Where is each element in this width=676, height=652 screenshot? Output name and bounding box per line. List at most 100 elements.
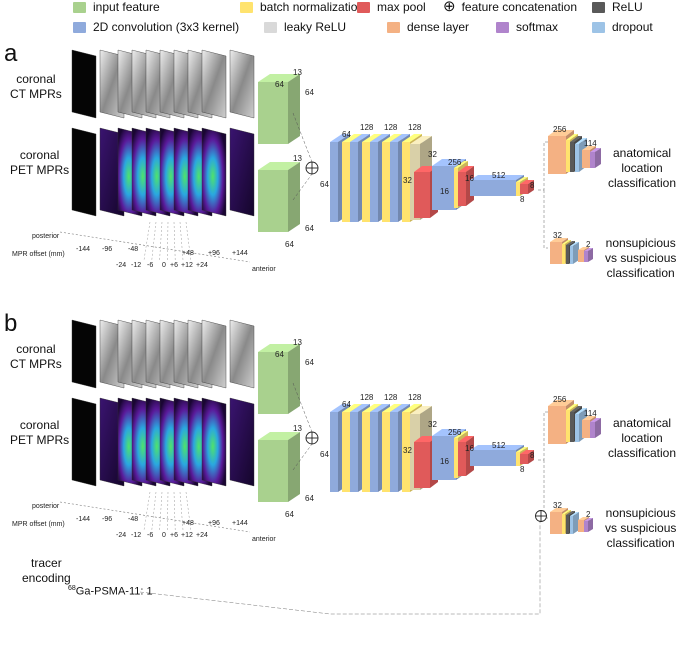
legend-conv: 2D convolution (3x3 kernel) bbox=[73, 20, 239, 34]
slab-top bbox=[562, 240, 571, 244]
slab-front bbox=[582, 420, 590, 438]
slab-front bbox=[566, 515, 569, 534]
slab-side bbox=[595, 148, 601, 168]
offset-tick-label: 0 bbox=[162, 532, 166, 539]
slab-top bbox=[562, 510, 571, 514]
slab-top bbox=[578, 517, 589, 520]
slab-front bbox=[570, 516, 573, 534]
concat-icon: ⊕ bbox=[443, 0, 456, 15]
dim-label: 114 bbox=[584, 139, 597, 148]
posterior-label: posterior bbox=[32, 233, 60, 240]
slab-top bbox=[342, 134, 362, 142]
branch-line bbox=[538, 411, 548, 461]
slab-top bbox=[575, 408, 587, 414]
slab-front bbox=[258, 352, 288, 414]
dim-label: 128 bbox=[360, 393, 374, 402]
slab-front bbox=[390, 412, 398, 492]
dim-label: 16 bbox=[465, 444, 474, 453]
slab-top bbox=[570, 512, 579, 516]
legend-input-feature: input feature bbox=[73, 0, 160, 14]
slab-side bbox=[288, 74, 300, 144]
slab-front bbox=[550, 512, 562, 534]
legend-dropout: dropout bbox=[592, 20, 653, 34]
input-feature-pet bbox=[258, 432, 300, 502]
slab-front bbox=[570, 246, 573, 264]
offset-tick-label: -96 bbox=[102, 246, 113, 253]
offset-tick-label: +144 bbox=[232, 250, 248, 257]
offset-tick-label: +48 bbox=[182, 520, 194, 527]
slab-top bbox=[402, 404, 422, 412]
concat-dim-label: 64 bbox=[320, 180, 329, 189]
input-feature-ct bbox=[258, 74, 300, 144]
tracer-value: 68Ga-PSMA-11: 1 bbox=[68, 585, 153, 598]
dim-label: 512 bbox=[492, 441, 506, 450]
slab-top bbox=[590, 418, 601, 422]
slab-top bbox=[470, 175, 524, 180]
offset-tick-label: -24 bbox=[116, 262, 127, 269]
offset-axis-label: MPR offset (mm) bbox=[12, 521, 65, 528]
legend-swatch bbox=[592, 1, 605, 13]
offset-tick-label: +12 bbox=[181, 532, 193, 539]
slab-top bbox=[330, 134, 350, 142]
out2-label: nonsupicious vs suspicious classificatio… bbox=[605, 236, 676, 280]
slab-front bbox=[550, 242, 562, 264]
pet-mpr-label: coronal PET MPRs bbox=[10, 148, 70, 177]
slab-top bbox=[342, 404, 362, 412]
slab-front bbox=[590, 152, 595, 168]
offset-tick-label: +6 bbox=[170, 532, 178, 539]
slab-side bbox=[288, 344, 300, 414]
branch-line bbox=[538, 141, 548, 191]
slab-front bbox=[520, 184, 528, 194]
branch-line bbox=[543, 460, 548, 519]
legend-swatch bbox=[73, 1, 86, 13]
slab-front bbox=[578, 520, 584, 532]
offset-guide bbox=[159, 221, 163, 261]
tracer-connector bbox=[139, 520, 541, 615]
connector bbox=[292, 443, 313, 471]
dim-label: 64 bbox=[275, 80, 284, 89]
offset-tick-label: +96 bbox=[208, 250, 220, 257]
slab-front bbox=[258, 170, 288, 232]
tracer-value-text: Ga-PSMA-11: 1 bbox=[75, 585, 153, 598]
slab-top bbox=[516, 447, 528, 452]
slab-top bbox=[582, 416, 596, 420]
branch-line bbox=[543, 190, 548, 249]
connector bbox=[292, 112, 313, 163]
dropout-block bbox=[570, 242, 579, 264]
offset-tick-label: -24 bbox=[116, 532, 127, 539]
offset-tick-label: -12 bbox=[131, 532, 142, 539]
dim-label: 32 bbox=[553, 231, 562, 240]
slab-side bbox=[528, 180, 534, 194]
slab-front bbox=[432, 166, 456, 210]
posterior-label: posterior bbox=[32, 503, 60, 510]
offset-tick-label: 0 bbox=[162, 262, 166, 269]
slab-front bbox=[414, 442, 430, 488]
slab-front bbox=[516, 452, 520, 466]
slab-side bbox=[595, 418, 601, 438]
slab-side bbox=[588, 248, 593, 262]
slab-front bbox=[582, 150, 590, 168]
dim-label: 64 bbox=[342, 130, 351, 139]
offset-tick-label: +48 bbox=[182, 250, 194, 257]
dim-label: 256 bbox=[448, 158, 462, 167]
slab-top bbox=[402, 134, 422, 142]
slab-front bbox=[562, 244, 565, 264]
slab-front bbox=[342, 412, 350, 492]
dim-label: 64 bbox=[305, 88, 314, 97]
softmax-block bbox=[590, 418, 601, 438]
slab-top bbox=[382, 404, 402, 412]
slab-top bbox=[470, 445, 524, 450]
dim-label: 64 bbox=[285, 510, 294, 519]
ct-slice bbox=[71, 319, 97, 389]
slab-top bbox=[432, 159, 466, 166]
legend-leaky-relu: leaky ReLU bbox=[264, 20, 346, 34]
dim-label: 128 bbox=[384, 393, 398, 402]
slab-front bbox=[258, 82, 288, 144]
dim-label: 256 bbox=[448, 428, 462, 437]
out2-label: nonsupicious vs suspicious classificatio… bbox=[605, 506, 676, 550]
slab-top bbox=[458, 166, 474, 172]
dim-label: 8 bbox=[530, 451, 535, 460]
dim-label: 256 bbox=[553, 395, 567, 404]
slab-front bbox=[432, 436, 456, 480]
slab-top bbox=[520, 450, 534, 454]
